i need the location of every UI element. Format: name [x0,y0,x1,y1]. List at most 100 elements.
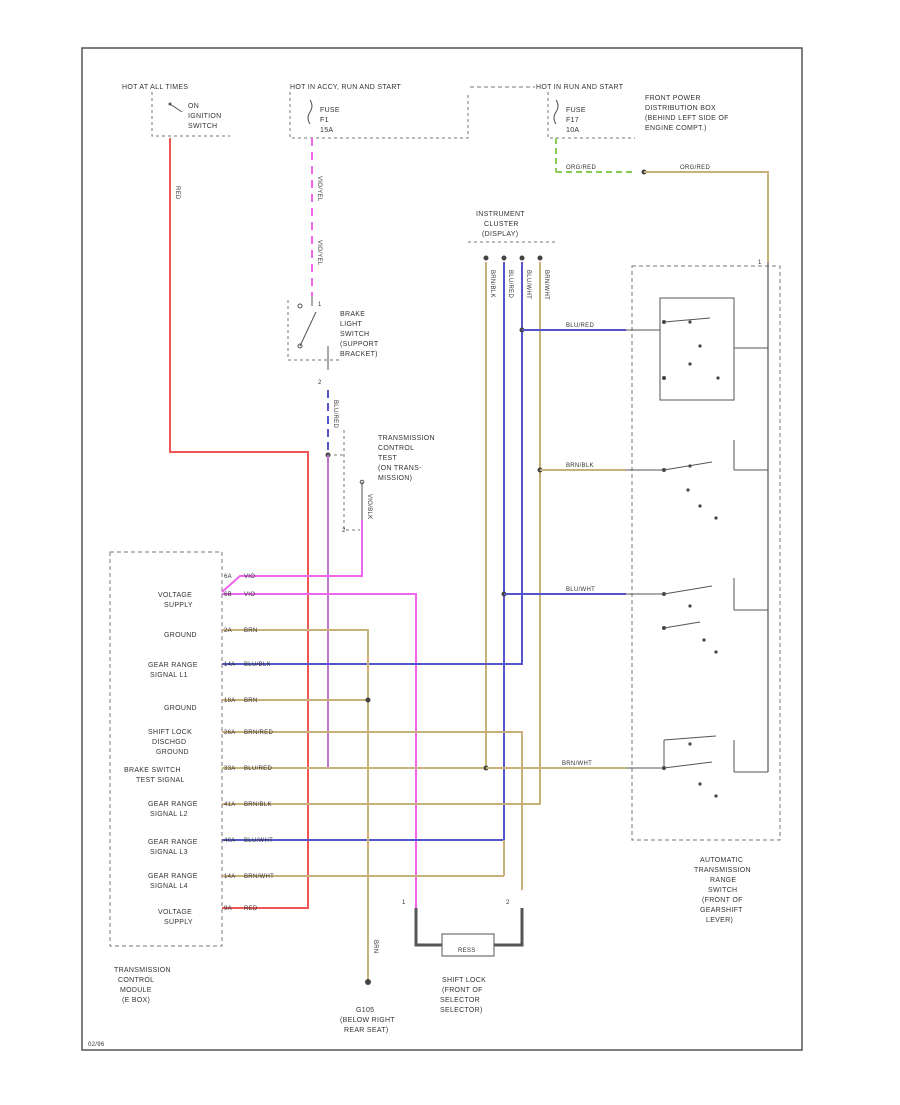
brake-switch-contact-bottom [297,343,303,349]
fuse-f1-element [307,99,313,125]
switch-1-contact-f [716,376,720,380]
tcm-pin-num-3: 14A [224,662,236,668]
tcm-pin-num-1: 6A [224,574,232,580]
range-switch-section-2 [626,440,768,520]
cluster-wire-3-label: BLU/WHT [525,270,531,299]
tcm-pin-8-label-2: SIGNAL L3 [150,849,188,856]
tcm-pin-1-label-2: SUPPLY [164,602,193,609]
tcm-ground-wire-1 [222,629,369,980]
range-switch-label-4: SWITCH [708,887,737,894]
tcm-wire-8-label: BLU/WHT [244,838,273,844]
switch-1-body [659,297,735,401]
range-switch-section-4 [626,735,768,798]
violet-brake-test-wire [222,455,329,769]
hot-in-run-label: HOT IN RUN AND START [536,84,624,91]
range-switch-section-1 [626,297,768,401]
cluster-label-1: INSTRUMENT [476,211,525,218]
orange-left-label: ORG/RED [566,165,596,171]
tcm-pin-num-2: 2A [224,628,232,634]
switch-3-contact-c [688,604,692,608]
tcm-pin-3-label-2: SIGNAL L1 [150,672,188,679]
shift-lock-label-4: SELECTOR) [440,1007,483,1014]
switch-wire-3-label: BLU/WHT [566,587,595,593]
tcm-wire-2-label: BRN [244,628,258,634]
switch-wire-1-label: BLU/RED [566,323,594,329]
cluster-wire-4 [222,262,541,805]
range-switch-label-5: (FRONT OF [702,897,743,904]
hot-at-all-times-label: HOT AT ALL TIMES [122,84,188,91]
shift-lock-left-lead [414,908,442,947]
tcm-wire-4-label: BRN [244,698,258,704]
cluster-pin-4 [537,255,543,261]
tcm-pin-5-label-1: SHIFT LOCK [148,729,192,736]
cluster-pin-2 [501,255,507,261]
cluster-label-3: (DISPLAY) [482,231,518,238]
violet-top-label: VIO/YEL [316,176,322,202]
switch-1-arm [663,317,711,323]
fuse-f1-box [289,92,469,139]
range-switch-label-1: AUTOMATIC [700,857,743,864]
switch-3-contact-d [702,638,706,642]
tcm-wire-1-label: VIO [244,574,255,580]
shift-lock-pin-1: 1 [402,900,406,906]
brake-switch-label-2: LIGHT [340,321,363,328]
corner-code: 02/96 [88,1042,105,1048]
tcm-pin-num-10: 9A [224,906,232,912]
tcm-pin-num-4: 18A [224,698,236,704]
switch-2-contact-e [688,464,692,468]
switch-4-arm [663,761,713,769]
shift-lock-pin-2: 2 [506,900,510,906]
tcm-pin-num-8: 40A [224,838,236,844]
fuse-f17-element [553,99,559,125]
brake-pin-2: 2 [318,380,322,386]
tcm-pin-6-label-1: BRAKE SWITCH [124,767,181,774]
power-box-label-4: ENGINE COMPT.) [645,125,707,132]
ground-label-1: G105 [356,1007,374,1014]
red-power-wire [169,138,309,909]
switch-3-arm [663,585,713,595]
switch-1-contact-d [698,344,702,348]
trans-test-label-4: (ON TRANS- [378,465,422,472]
violet-mid-label: VIO/YEL [316,240,322,266]
brake-switch-label-5: BRACKET) [340,351,378,358]
ignition-on-label: ON [188,103,199,110]
tcm-pin-1-label-1: VOLTAGE [158,592,192,599]
tcm-shift-lock-wire [222,731,523,890]
brake-switch-label-1: BRAKE [340,311,365,318]
switch-4-contact-c [698,782,702,786]
fuse-f17-box [547,92,635,139]
tcm-pin-5-label-3: GROUND [156,749,189,756]
pink-test-wire [221,520,363,593]
fuse-f17-label-2: F17 [566,117,579,124]
tcm-pin-5-label-2: DISCHGD [152,739,186,746]
trans-test-pin-2: 2 [342,528,346,534]
switch-1-contact-e [688,362,692,366]
tcm-label-2: CONTROL [118,977,154,984]
range-switch-box [631,265,781,841]
switch-2-contact-c [698,504,702,508]
tcm-wire-3-label: BLU/BLK [244,662,271,668]
tcm-pin-4-label: GROUND [164,705,197,712]
tcm-pin-9-label-1: GEAR RANGE [148,873,198,880]
brake-switch-box [287,300,340,361]
brake-switch-label-4: (SUPPORT [340,341,379,348]
tcm-pin-7-label-1: GEAR RANGE [148,801,198,808]
cluster-pin-3 [519,255,525,261]
shift-lock-coil-label: RESS [458,948,476,954]
switch-4-contact-b [688,742,692,746]
tcm-wire-1b-label: VIO [244,592,255,598]
range-switch-top-pin: 1 [758,260,762,266]
tcm-pin-8-label-1: GEAR RANGE [148,839,198,846]
shift-lock-coil [441,933,495,957]
switch-3-contact-e [714,650,718,654]
tcm-wire-6-label: BLU/RED [244,766,272,772]
cluster-wire-4-label: BRN/WHT [543,270,549,300]
range-switch-section-3 [626,578,768,654]
cluster-wire-3 [222,262,523,665]
tcm-pin-9-label-2: SIGNAL L4 [150,883,188,890]
cluster-wire-2-label: BLU/RED [507,270,513,298]
switch-1-contact-b [662,376,666,380]
tcm-pin-num-9: 14A [224,874,236,880]
